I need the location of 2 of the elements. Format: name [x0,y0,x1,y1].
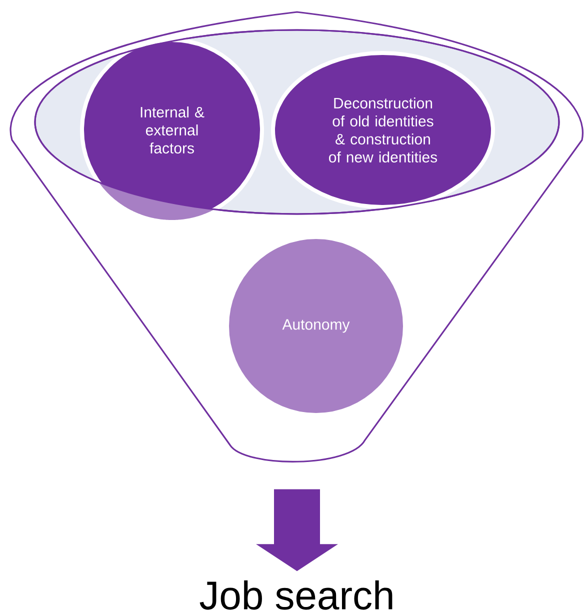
block-arrow [256,489,338,572]
result-text: Job search [200,580,392,610]
